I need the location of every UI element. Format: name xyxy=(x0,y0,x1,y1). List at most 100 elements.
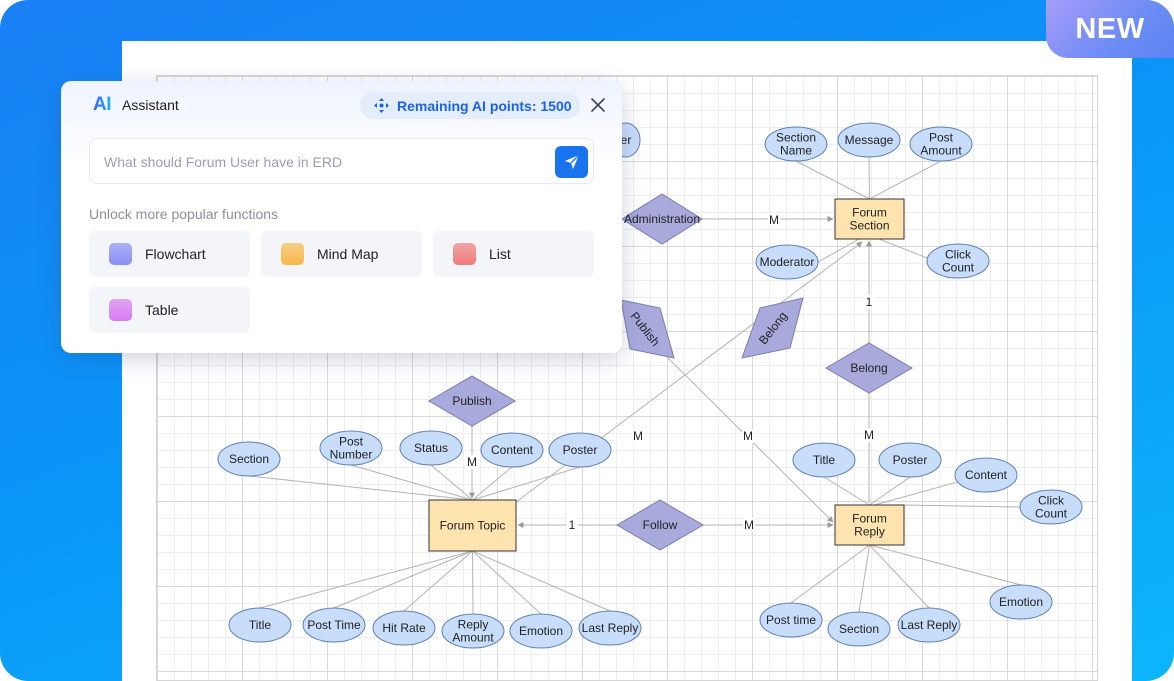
connector-moderator xyxy=(817,238,860,263)
connector-message xyxy=(868,156,870,200)
attribute-emotion-topic[interactable]: Emotion xyxy=(509,613,573,649)
table-button[interactable]: Table xyxy=(89,287,250,333)
attribute-label-line: Section xyxy=(839,622,879,636)
relationship-belong[interactable]: Belong xyxy=(825,342,913,394)
panel-header: AI Assistant Remaining AI points: 1500 xyxy=(61,81,622,129)
attribute-label-line: Content xyxy=(491,443,534,457)
send-button[interactable] xyxy=(555,146,588,178)
relationship-label: Administration xyxy=(624,212,700,226)
list-button[interactable]: List xyxy=(433,231,594,277)
relationship-publish[interactable]: Publish xyxy=(428,375,516,427)
connector-poster_reply xyxy=(869,476,911,506)
list-label: List xyxy=(489,246,511,262)
send-icon xyxy=(564,154,579,169)
close-icon[interactable] xyxy=(590,97,606,113)
relationship-label: Publish xyxy=(452,394,491,408)
points-label: Remaining AI points: 1500 xyxy=(397,98,572,114)
attribute-last-reply-topic[interactable]: Last Reply xyxy=(578,610,642,646)
attribute-ellipse xyxy=(480,432,544,468)
attribute-post-time-reply[interactable]: Post time xyxy=(759,602,823,638)
connector-click_count_reply xyxy=(903,504,1021,508)
attribute-label-line: Count xyxy=(1035,507,1068,521)
attribute-label-line: Poster xyxy=(893,453,928,467)
attribute-ellipse xyxy=(954,457,1018,493)
attribute-label-line: Name xyxy=(780,144,812,158)
cardinality-belong-diag-m: M xyxy=(633,429,643,443)
ai-points-badge: Remaining AI points: 1500 xyxy=(360,92,580,119)
attribute-status[interactable]: Status xyxy=(399,430,463,466)
attribute-ellipse xyxy=(759,602,823,638)
flowchart-button[interactable]: Flowchart xyxy=(89,231,250,277)
attribute-label: Last Reply xyxy=(901,618,958,632)
attribute-poster-reply[interactable]: Poster xyxy=(878,442,942,478)
attribute-message[interactable]: Message xyxy=(837,122,901,158)
attribute-label-line: Moderator xyxy=(760,255,815,269)
cardinality-publish-top-m: M xyxy=(743,429,753,443)
connector-emotion_reply xyxy=(869,544,1022,586)
attribute-ellipse xyxy=(827,611,891,647)
relationship-follow[interactable]: Follow xyxy=(616,499,704,551)
cardinality-follow-1: 1 xyxy=(569,518,576,532)
attribute-emotion-reply[interactable]: Emotion xyxy=(989,584,1053,620)
connector-poster_topic xyxy=(472,466,581,501)
cardinality-backdrop xyxy=(566,518,578,532)
attribute-hit-rate[interactable]: Hit Rate xyxy=(372,610,436,646)
attribute-label: Post Time xyxy=(307,618,361,632)
attribute-title-reply[interactable]: Title xyxy=(792,442,856,478)
relationship-belong-diag[interactable]: Belong xyxy=(741,297,804,359)
attribute-ellipse xyxy=(548,432,612,468)
attribute-title-topic[interactable]: Title xyxy=(228,607,292,643)
relationship-administration[interactable]: Administration xyxy=(621,193,703,245)
attribute-last-reply-reply[interactable]: Last Reply xyxy=(897,607,961,643)
attribute-label-line: Post xyxy=(339,435,364,449)
attribute-ellipse xyxy=(228,607,292,643)
attribute-label: Title xyxy=(813,453,836,467)
entity-forum-topic[interactable]: Forum Topic xyxy=(428,499,517,552)
entity-box xyxy=(834,198,905,240)
entity-label-line: Section xyxy=(849,219,889,233)
connector-content_reply xyxy=(874,480,962,506)
relationship-label: Follow xyxy=(643,518,678,532)
attribute-content-reply[interactable]: Content xyxy=(954,457,1018,493)
flowchart-label: Flowchart xyxy=(145,246,206,262)
mind-map-button[interactable]: Mind Map xyxy=(261,231,422,277)
attribute-label-line: Hit Rate xyxy=(382,621,426,635)
attribute-label-line: Message xyxy=(845,133,894,147)
cardinality-follow-m: M xyxy=(744,518,754,532)
relationship-diamond xyxy=(428,375,516,427)
relationship-diamond xyxy=(741,297,804,359)
attribute-moderator[interactable]: Moderator xyxy=(755,244,819,280)
attribute-section-reply[interactable]: Section xyxy=(827,611,891,647)
attribute-ellipse xyxy=(319,430,383,466)
connector-section xyxy=(248,475,473,501)
attribute-post-time-topic[interactable]: Post Time xyxy=(302,607,366,643)
connector-last_reply_reply xyxy=(869,544,930,609)
connector-last_reply_topic xyxy=(472,550,611,612)
attribute-label: Last Reply xyxy=(582,621,639,635)
relationship-publish-top[interactable]: Publish xyxy=(620,299,675,359)
attribute-content-topic[interactable]: Content xyxy=(480,432,544,468)
attribute-poster-topic[interactable]: Poster xyxy=(548,432,612,468)
attribute-ellipse xyxy=(372,610,436,646)
prompt-input[interactable] xyxy=(104,151,544,173)
attribute-section[interactable]: Section xyxy=(217,441,281,477)
ai-assistant-panel: AI Assistant Remaining AI points: 1500 U… xyxy=(61,81,622,353)
list-icon xyxy=(453,243,476,265)
attribute-label-line: Title xyxy=(249,618,272,632)
attribute-label-line: Click xyxy=(1038,494,1065,508)
attribute-ellipse xyxy=(792,442,856,478)
mind-map-label: Mind Map xyxy=(317,246,379,262)
attribute-label-line: Amount xyxy=(452,631,494,645)
relationship-diamond xyxy=(825,342,913,394)
attribute-ellipse xyxy=(399,430,463,466)
attribute-ellipse xyxy=(989,584,1053,620)
